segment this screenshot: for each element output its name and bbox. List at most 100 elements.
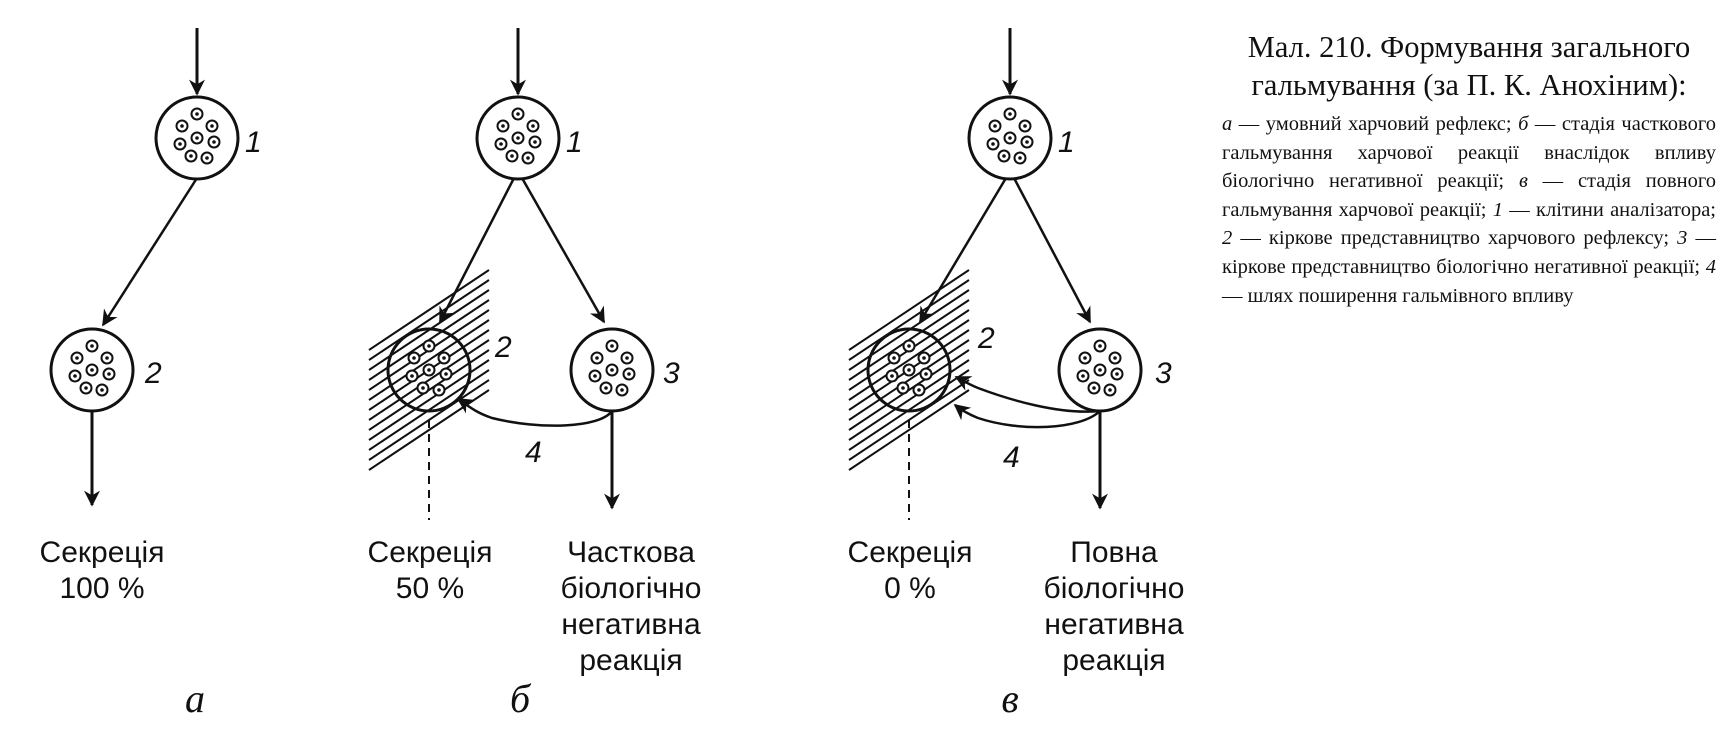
- legend-item: 4 — шлях поширення гальмівного впливу: [1222, 255, 1716, 307]
- cell-nucleus: [924, 372, 928, 376]
- hatch-line: [368, 389, 490, 471]
- secretion-value: 50 %: [396, 572, 464, 605]
- cell-nucleus: [593, 374, 597, 378]
- legend-item: 1 — клітини аналізатора;: [1492, 198, 1716, 221]
- cell-nucleus: [1098, 344, 1102, 348]
- inhibition-diagram: 1 2 Секреція 100 % а 1 2 3 4 Секреція 50…: [40, 28, 1185, 721]
- legend-item: 2 — кіркове представництво харчового реф…: [1222, 227, 1678, 250]
- cell-nucleus: [178, 142, 182, 146]
- legend-item: а — умовний харчовий рефлекс;: [1222, 113, 1519, 135]
- cell-nucleus: [604, 386, 608, 390]
- cell-nucleus: [625, 356, 629, 360]
- cell-nucleus: [1008, 136, 1012, 140]
- panel-letter: в: [1001, 676, 1018, 721]
- cell-nucleus: [595, 356, 599, 360]
- cell-nucleus: [907, 344, 911, 348]
- path-1-3: [1012, 177, 1092, 324]
- inhibition-path-upper: [954, 375, 1101, 413]
- cell-nucleus: [890, 374, 894, 378]
- cell-nucleus: [516, 112, 520, 116]
- hatch-line: [368, 339, 490, 421]
- cell-nucleus: [1083, 356, 1087, 360]
- cell-nucleus: [620, 388, 624, 392]
- cell-nucleus: [84, 386, 88, 390]
- neuron-1: [967, 95, 1053, 181]
- hatch-line: [848, 279, 970, 361]
- hatch-line: [848, 269, 970, 351]
- hatch-line: [848, 319, 970, 401]
- cell-nucleus: [531, 124, 535, 128]
- reaction-line-4: реакція: [1062, 644, 1165, 677]
- figure-caption: Мал. 210. Формування зага­ль­ного гальму…: [1222, 28, 1716, 310]
- label-3: 3: [663, 357, 680, 390]
- neuron-2-inhibited: [368, 269, 490, 471]
- secretion-title: Секреція: [848, 536, 973, 569]
- cell-nucleus: [421, 386, 425, 390]
- cell-nucleus: [907, 368, 911, 372]
- label-1: 1: [566, 126, 583, 159]
- hatch-line: [848, 339, 970, 421]
- legend-key: 1: [1492, 198, 1504, 221]
- panel-b: 1 2 3 4 Секреція 50 % Часткова біологічн…: [368, 28, 702, 721]
- label-2: 2: [494, 331, 512, 364]
- cell-nucleus: [100, 388, 104, 392]
- reaction-line-4: реакція: [579, 644, 682, 677]
- cell-nucleus: [991, 142, 995, 146]
- secretion-title: Секреція: [40, 536, 165, 569]
- reaction-line-3: негативна: [1044, 608, 1184, 641]
- cell-nucleus: [75, 356, 79, 360]
- neuron-1: [154, 95, 240, 181]
- cell-nucleus: [1098, 368, 1102, 372]
- legend-item: в — стадія повного гальмування харчової …: [1222, 170, 1716, 221]
- cell-nucleus: [533, 140, 537, 144]
- legend-item: б — стадія часткового гальмування харчов…: [1222, 113, 1716, 193]
- neuron-body: [866, 327, 952, 413]
- neuron-3: [1057, 327, 1143, 413]
- label-4: 4: [1003, 441, 1020, 474]
- cell-nucleus: [444, 372, 448, 376]
- cell-nucleus: [107, 372, 111, 376]
- cell-nucleus: [427, 368, 431, 372]
- cell-nucleus: [917, 388, 921, 392]
- reaction-line-2: біологічно: [1044, 572, 1185, 605]
- cell-nucleus: [90, 368, 94, 372]
- neuron-1: [475, 95, 561, 181]
- label-2: 2: [144, 357, 162, 390]
- cell-nucleus: [412, 356, 416, 360]
- legend-key: в: [1518, 170, 1528, 193]
- legend-item: 3 — кіркове представництво біологічно не…: [1222, 227, 1717, 278]
- reaction-line-2: біологічно: [561, 572, 702, 605]
- label-2: 2: [977, 322, 995, 355]
- inhibition-path: [456, 397, 614, 427]
- cell-nucleus: [1018, 156, 1022, 160]
- cell-nucleus: [1008, 112, 1012, 116]
- secretion-value: 100 %: [59, 572, 144, 605]
- cell-nucleus: [105, 356, 109, 360]
- secretion-title: Секреція: [368, 536, 493, 569]
- label-1: 1: [245, 126, 262, 159]
- cell-nucleus: [1081, 374, 1085, 378]
- label-1: 1: [1058, 126, 1075, 159]
- cell-nucleus: [1023, 124, 1027, 128]
- reaction-line-1: Повна: [1070, 536, 1158, 569]
- cell-nucleus: [189, 154, 193, 158]
- cell-nucleus: [526, 156, 530, 160]
- cell-nucleus: [610, 368, 614, 372]
- path-1-3: [520, 177, 606, 324]
- reaction-line-1: Часткова: [567, 536, 695, 569]
- cell-nucleus: [73, 374, 77, 378]
- path-1-2: [918, 177, 1008, 324]
- cell-nucleus: [610, 344, 614, 348]
- label-4: 4: [525, 436, 542, 469]
- legend-key: а: [1222, 113, 1233, 135]
- label-3: 3: [1155, 357, 1172, 390]
- cell-nucleus: [1092, 386, 1096, 390]
- cell-nucleus: [1025, 140, 1029, 144]
- panel-letter: б: [510, 676, 532, 721]
- hatch-line: [848, 389, 970, 471]
- panel-a: 1 2 Секреція 100 % а: [40, 28, 262, 721]
- cell-nucleus: [90, 344, 94, 348]
- cell-nucleus: [195, 112, 199, 116]
- cell-nucleus: [510, 154, 514, 158]
- path-1-2: [101, 177, 199, 327]
